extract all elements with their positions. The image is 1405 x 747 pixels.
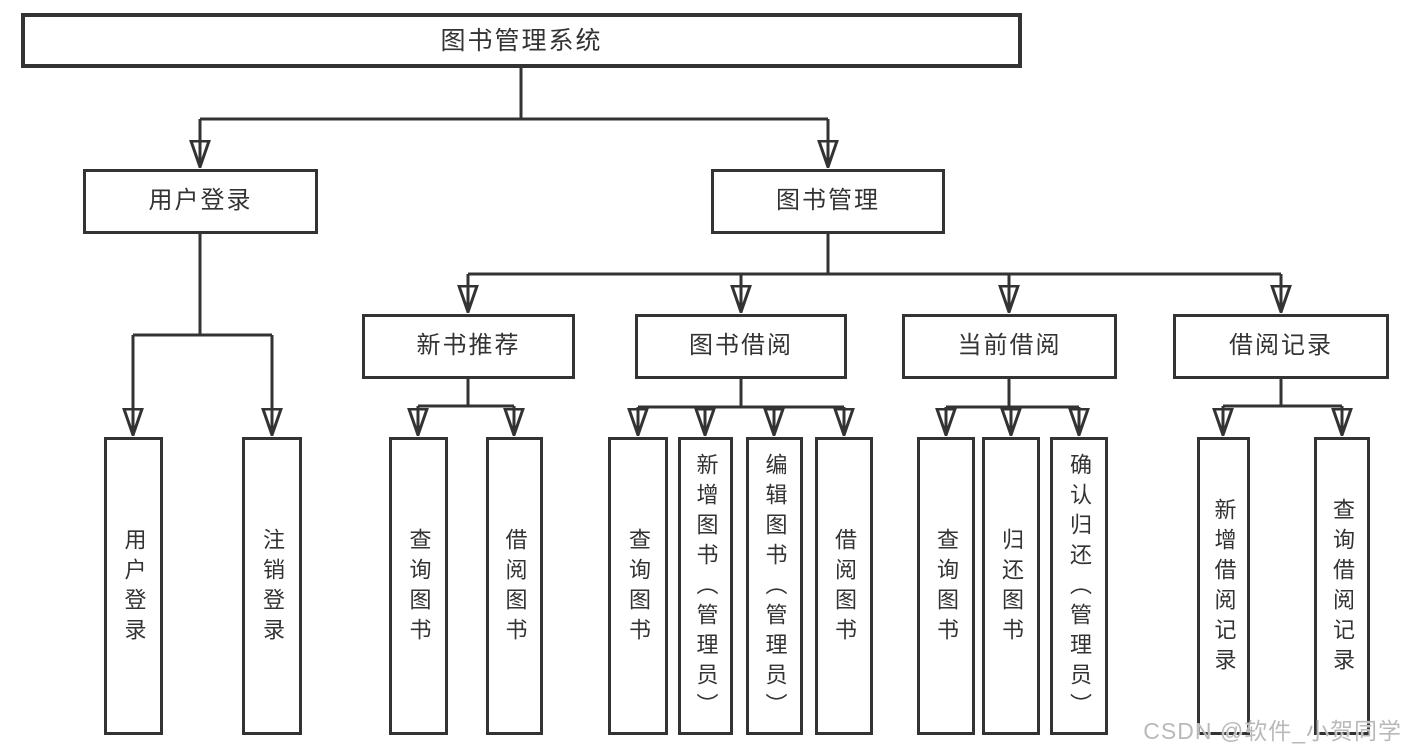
connector-book-borrow-to-leaves	[638, 379, 844, 435]
node-book-management: 图书管理	[711, 169, 945, 234]
watermark-csdn: CSDN @软件_小贺同学	[1143, 718, 1402, 744]
leaf-add-books-admin: 新增图书（管理员）	[678, 437, 733, 735]
connector-user-login-to-leaves	[133, 234, 272, 435]
node-library-system: 图书管理系统	[21, 13, 1022, 68]
connector-root-to-level2	[200, 68, 828, 167]
leaf-user-login: 用户登录	[104, 437, 163, 735]
leaf-borrow-books-recommend: 借阅图书	[486, 437, 543, 735]
connector-borrow-records-to-leaves	[1223, 379, 1342, 435]
connector-book-management-to-level3	[468, 234, 1281, 312]
leaf-logout: 注销登录	[242, 437, 302, 735]
node-book-borrow: 图书借阅	[635, 314, 847, 379]
leaf-edit-books-admin: 编辑图书（管理员）	[746, 437, 803, 735]
leaf-query-borrow-record: 查询借阅记录	[1314, 437, 1370, 735]
leaf-confirm-return-admin: 确认归还（管理员）	[1050, 437, 1108, 735]
leaf-return-books: 归还图书	[982, 437, 1040, 735]
leaf-query-books-borrow: 查询图书	[608, 437, 668, 735]
leaf-query-books-recommend: 查询图书	[389, 437, 448, 735]
node-current-borrow: 当前借阅	[902, 314, 1117, 379]
leaf-query-books-current: 查询图书	[917, 437, 975, 735]
node-new-book-recommend: 新书推荐	[362, 314, 575, 379]
connector-current-borrow-to-leaves	[946, 379, 1079, 435]
leaf-add-borrow-record: 新增借阅记录	[1197, 437, 1250, 735]
connector-new-book-recommend-to-leaves	[418, 379, 514, 435]
leaf-borrow-books: 借阅图书	[815, 437, 873, 735]
node-user-login: 用户登录	[83, 169, 318, 234]
node-borrow-records: 借阅记录	[1173, 314, 1389, 379]
